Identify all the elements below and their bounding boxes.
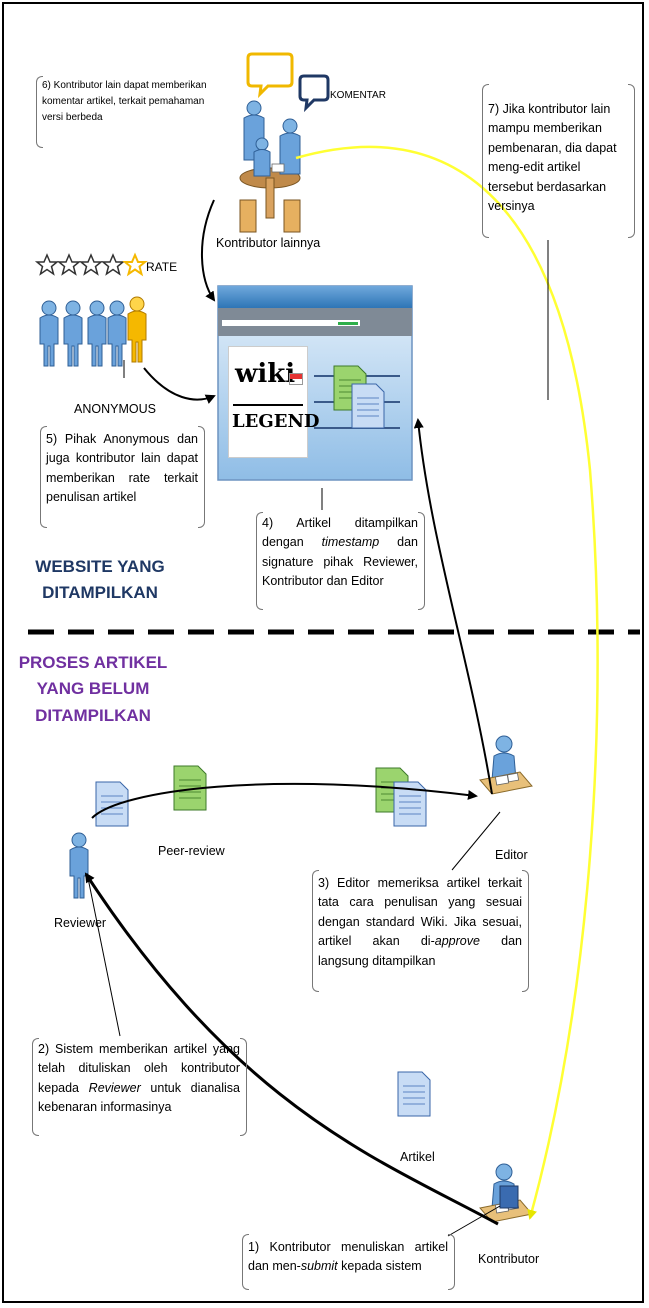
star-empty-icon [100,253,126,276]
note-1-brace-left [242,1234,249,1290]
star-filled-icon [122,252,148,277]
label-komentar: KOMENTAR [330,90,386,101]
arrow-anonymous-to-website [143,367,216,404]
note-4: 4) Artikel ditampilkan dengan timestamp … [262,514,418,592]
document-icon [95,781,129,827]
note-2: 2) Sistem memberikan artikel yang telah … [38,1040,240,1118]
contributor-icon [479,1163,533,1223]
rating-stars [34,252,148,277]
arrow-group-to-website [200,199,216,302]
arrow-editor-to-website [413,418,493,795]
note-7-brace-left [482,84,489,238]
note-7: 7) Jika kontributor lain mampu memberika… [488,102,617,213]
note-2-text-end: untuk dianalisa kebenaran informasinya [38,1080,241,1115]
star-empty-icon [78,253,104,276]
section-title-website: WEBSITE YANG DITAMPILKAN [35,557,165,603]
note-1: 1) Kontributor menuliskan artikel dan me… [248,1238,448,1277]
label-peer-review: Peer-review [158,844,225,858]
section-title-process: PROSES ARTIKEL YANG BELUM DITAMPILKAN [18,653,168,725]
contributor-group-icon [239,100,301,233]
note-5: 5) Pihak Anonymous dan juga kontributor … [46,432,198,505]
note-7-brace-right [628,84,635,238]
wiki-legend-logo: wiki LEGEND [228,346,320,458]
note-3: 3) Editor memeriksa artikel terkait tata… [318,874,522,971]
note-5-brace-left [40,426,47,528]
note-4-emphasis: timestamp [321,535,380,550]
note-3-emphasis: approve [434,934,480,949]
arrow-edit-flow [295,145,599,1220]
anonymous-users-icon [39,296,147,367]
label-reviewer: Reviewer [54,916,107,930]
note-6: 6) Kontributor lain dapat memberikan kom… [42,80,207,123]
note-2-brace-left [32,1038,39,1136]
note-3-brace-left [312,870,319,992]
star-empty-icon [34,253,60,276]
document-icon [397,1071,431,1117]
label-editor: Editor [495,848,528,862]
note-2-brace-right [240,1038,247,1136]
note-1-text: 1) Kontributor menuliskan artikel dan me… [248,1240,448,1274]
note-6-brace [36,76,43,148]
note-1-emphasis: submit [300,1259,338,1274]
label-anonymous: ANONYMOUS [74,402,156,416]
note-2-emphasis: Reviewer [88,1080,141,1095]
logo-rule [233,404,303,406]
flag-icon [289,373,303,385]
note-1-brace-right [448,1234,455,1290]
note-5-brace-right [198,426,205,528]
comment-bubble-icon [298,74,330,113]
note-4-text-end: dan signature pihak Reviewer, Kontributo… [262,535,418,589]
arrow-contributor-to-reviewer [84,872,499,1226]
label-rate: RATE [146,260,178,274]
star-empty-icon [56,253,82,276]
label-kontributor-lainnya: Kontributor lainnya [216,236,321,250]
comment-bubble-icon [246,52,294,99]
arrow-reviewer-to-editor [91,782,478,819]
note-3-text: 3) Editor memeriksa artikel terkait tata… [318,876,522,949]
logo-word-top: wiki [235,359,296,389]
callout-line [451,811,501,871]
note-4-text: 4) Artikel ditampilkan dengan [262,516,418,550]
callout-line [447,1205,501,1237]
note-3-brace-right [522,870,529,992]
note-2-text: 2) Sistem memberikan artikel yang telah … [38,1042,240,1095]
label-kontributor: Kontributor [478,1252,540,1266]
callout-line [87,877,121,1037]
logo-word-bottom: LEGEND [232,411,320,432]
note-4-brace-left [256,512,263,610]
label-artikel: Artikel [400,1150,435,1164]
note-3-text-end: dan langsung ditampilkan [318,934,522,968]
note-1-text-end: kepada sistem [337,1259,422,1274]
note-4-brace-right [418,512,425,610]
reviewer-icon [69,832,89,899]
